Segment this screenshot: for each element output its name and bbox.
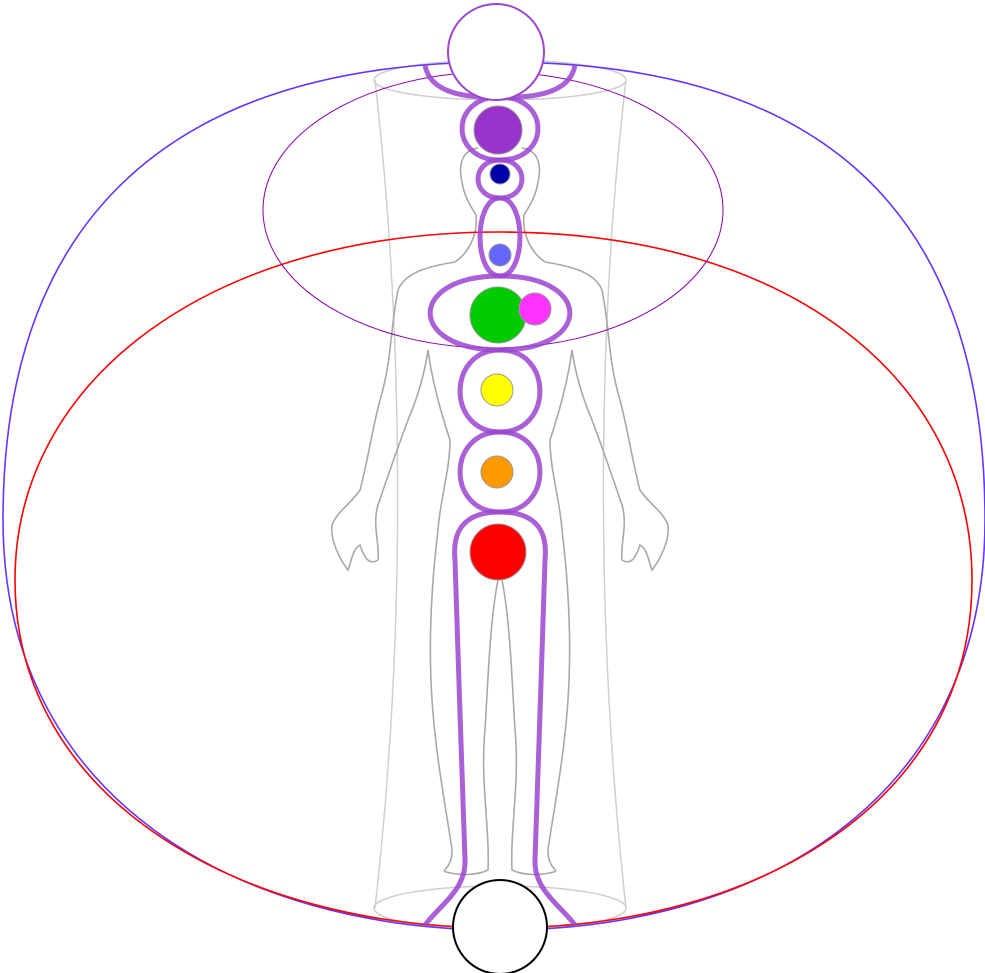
sacral-chakra (480, 455, 514, 489)
channel-left-leg (423, 509, 501, 927)
cylinder-left-side (374, 79, 399, 909)
cylinder-right-side (602, 79, 627, 909)
chakra-group (469, 105, 552, 581)
high-heart-chakra (518, 292, 552, 326)
channel-right-leg (499, 509, 577, 927)
heart-chakra (469, 286, 527, 344)
cylinder (373, 59, 627, 931)
solar-plexus-chakra (480, 373, 514, 407)
channel-loop-right (499, 429, 543, 515)
figure-right-outline (501, 147, 670, 876)
top-sphere (447, 3, 545, 101)
human-figure-outline (330, 147, 670, 876)
channel-loop-right (499, 157, 525, 201)
channel-loop-right (499, 195, 523, 279)
channel-loop-left (427, 273, 501, 353)
channel-loop-right (499, 347, 543, 435)
channel-loop-left (475, 157, 501, 201)
channel-loop-left (457, 429, 501, 515)
channel-loop-left (457, 347, 501, 435)
bottom-sphere (452, 879, 548, 973)
crown-chakra (473, 105, 523, 155)
third-eye-chakra (489, 163, 511, 185)
energy-channel (422, 64, 578, 927)
root-chakra (469, 523, 527, 581)
throat-chakra (488, 243, 512, 267)
figure-left-outline (330, 147, 499, 876)
outer-field (2, 61, 985, 931)
channel-loop-right (499, 273, 573, 353)
channel-loop-left (477, 195, 501, 279)
